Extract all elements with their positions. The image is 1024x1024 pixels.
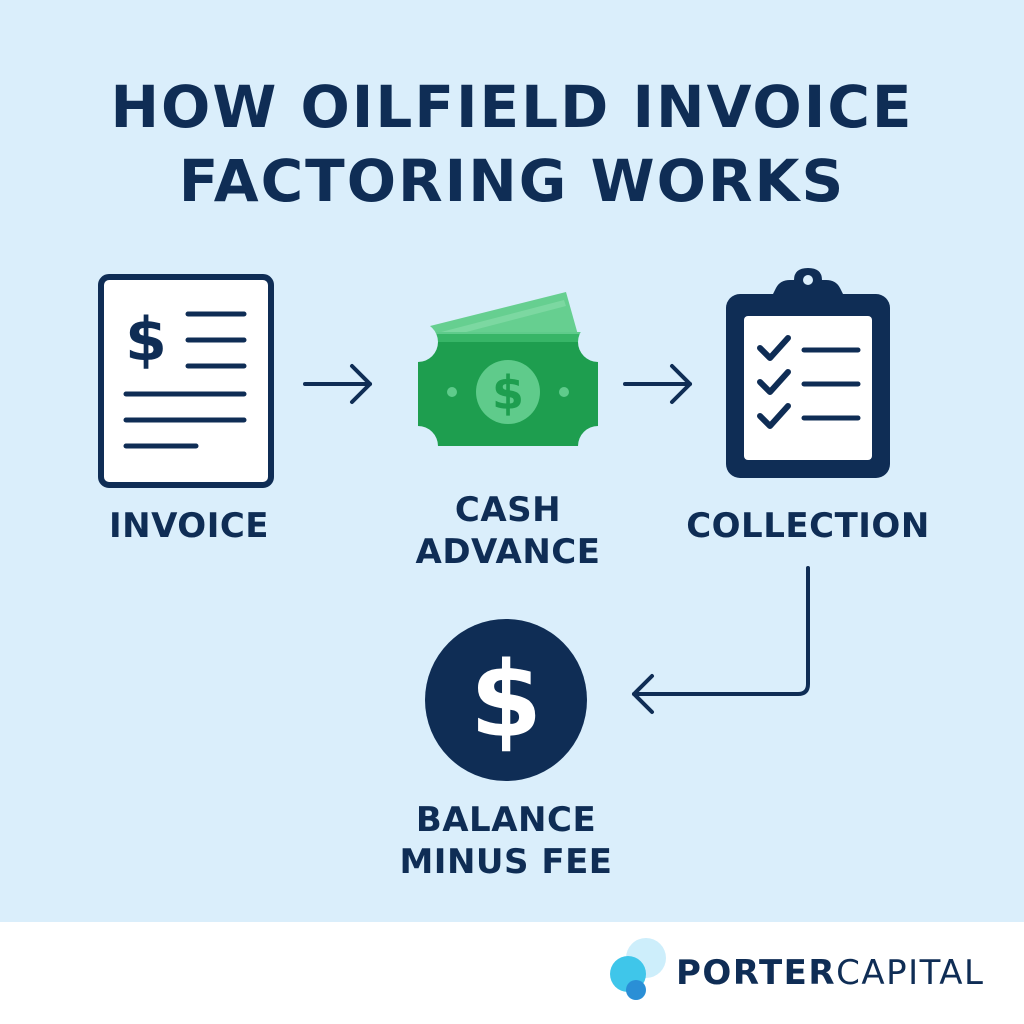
brand-part-porter: PORTER	[676, 953, 837, 993]
step-label-balance-line-1: BALANCE	[415, 800, 597, 840]
footer-bar	[0, 922, 1024, 1024]
cash-dollar-symbol: $	[492, 366, 524, 420]
coin-dollar-symbol: $	[470, 639, 542, 761]
brand-part-capital: CAPITAL	[836, 953, 985, 993]
bubbles-logo-icon	[610, 938, 666, 1000]
arrow-right-icon	[303, 364, 372, 404]
cash-bills-icon: $	[398, 292, 618, 466]
step-label-balance-line-2: MINUS FEE	[399, 842, 613, 882]
clipboard-checklist-icon	[726, 268, 890, 478]
dollar-coin-icon: $	[425, 619, 587, 781]
step-label-invoice: INVOICE	[108, 506, 270, 546]
invoice-document-icon: $	[98, 274, 274, 488]
arrow-right-icon	[623, 364, 692, 404]
arrow-elbow-left-icon	[632, 566, 810, 714]
brand-wordmark: PORTERCAPITAL	[676, 951, 984, 995]
step-label-collection: COLLECTION	[686, 506, 930, 546]
page-title-line-2: FACTORING WORKS	[178, 147, 846, 215]
page-title-line-1: HOW OILFIELD INVOICE	[110, 73, 914, 141]
step-label-cash-advance-line-2: ADVANCE	[415, 532, 601, 572]
invoice-dollar-symbol: $	[125, 305, 167, 375]
step-label-cash-advance-line-1: CASH	[454, 490, 562, 530]
